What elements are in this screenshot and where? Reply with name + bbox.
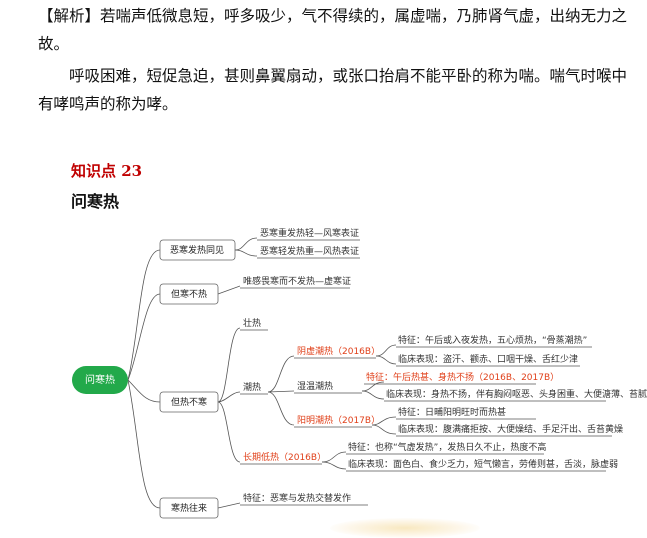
root-node [72,366,128,394]
node-danre [159,391,219,413]
node-hanre [159,497,219,519]
analysis-text: 若喘声低微息短，呼多吸少，气不得续的，属虚喘，乃肺肾气虚，出纳无力之故。 [38,7,628,53]
leaf-yangming-feature: 特征：日晡阳明旺时而热甚 [398,406,506,418]
leaf-underlines [240,239,612,506]
leaf-yangming: 阳明潮热（2017B） [297,414,380,426]
leaf-wuhan-sub1: 恶寒重发热轻—风寒表证 [260,227,359,239]
leaf-yinxu-clinical: 临床表现：盗汗、颧赤、口咽干燥、舌红少津 [398,353,578,365]
leaf-shiwen: 湿温潮热 [297,380,333,392]
node-wuhan-faxiang [159,239,236,261]
leaf-shiwen-clinical: 临床表现：身热不扬，伴有胸闷呕恶、头身困重、大便溏薄、苔腻 [386,388,647,400]
leaf-zhuangre: 壮热 [243,317,261,329]
node-wuhan-faxiang-label: 恶寒发热同见 [170,244,224,256]
leaf-changqi: 长期低热（2016B） [243,451,326,463]
node-danhan [159,283,219,305]
node-danre-label: 但热不寒 [171,396,207,408]
leaf-changqi-clinical: 临床表现：面色白、食少乏力，短气懒言，劳倦则甚，舌淡，脉虚弱 [348,458,618,470]
section-title: 问寒热 [71,192,120,211]
node-hanre-label: 寒热往来 [171,502,207,514]
node-danhan-label: 但寒不热 [171,288,207,300]
leaf-changqi-feature: 特征：也称“气虚发热”，发热日久不止，热度不高 [348,441,546,453]
leaf-shiwen-feature: 特征：午后热甚、身热不扬（2016B、2017B） [366,371,559,383]
leaf-chaore: 潮热 [243,381,261,393]
leaf-danhan-sub: 唯感畏寒而不发热—虚寒证 [243,275,351,287]
leaf-hanre-sub: 特征：恶寒与发热交替发作 [243,492,351,504]
root-node-label: 问寒热 [85,373,115,386]
explanation-paragraph: 【解析】若喘声低微息短，呼多吸少，气不得续的，属虚喘，乃肺肾气虚，出纳无力之故。 [38,2,628,58]
leaf-yinxu-feature: 特征：午后或入夜发热，五心烦热，“骨蒸潮热” [398,334,587,346]
leaf-yangming-clinical: 临床表现：腹满痛拒按、大便燥结、手足汗出、舌苔黄燥 [398,423,623,435]
leaf-yinxu: 阴虚潮热（2016B） [297,345,380,357]
definition-paragraph: 呼吸困难，短促急迫，甚则鼻翼扇动，或张口抬肩不能平卧的称为喘。喘气时喉中有哮鸣声… [38,67,628,113]
knowledge-point-heading: 知识点 23 [71,162,143,180]
leaf-wuhan-sub2: 恶寒轻发热重—风热表证 [260,245,359,257]
mind-map-connectors [127,237,397,509]
analysis-bracket-label: 【解析】 [38,7,101,25]
